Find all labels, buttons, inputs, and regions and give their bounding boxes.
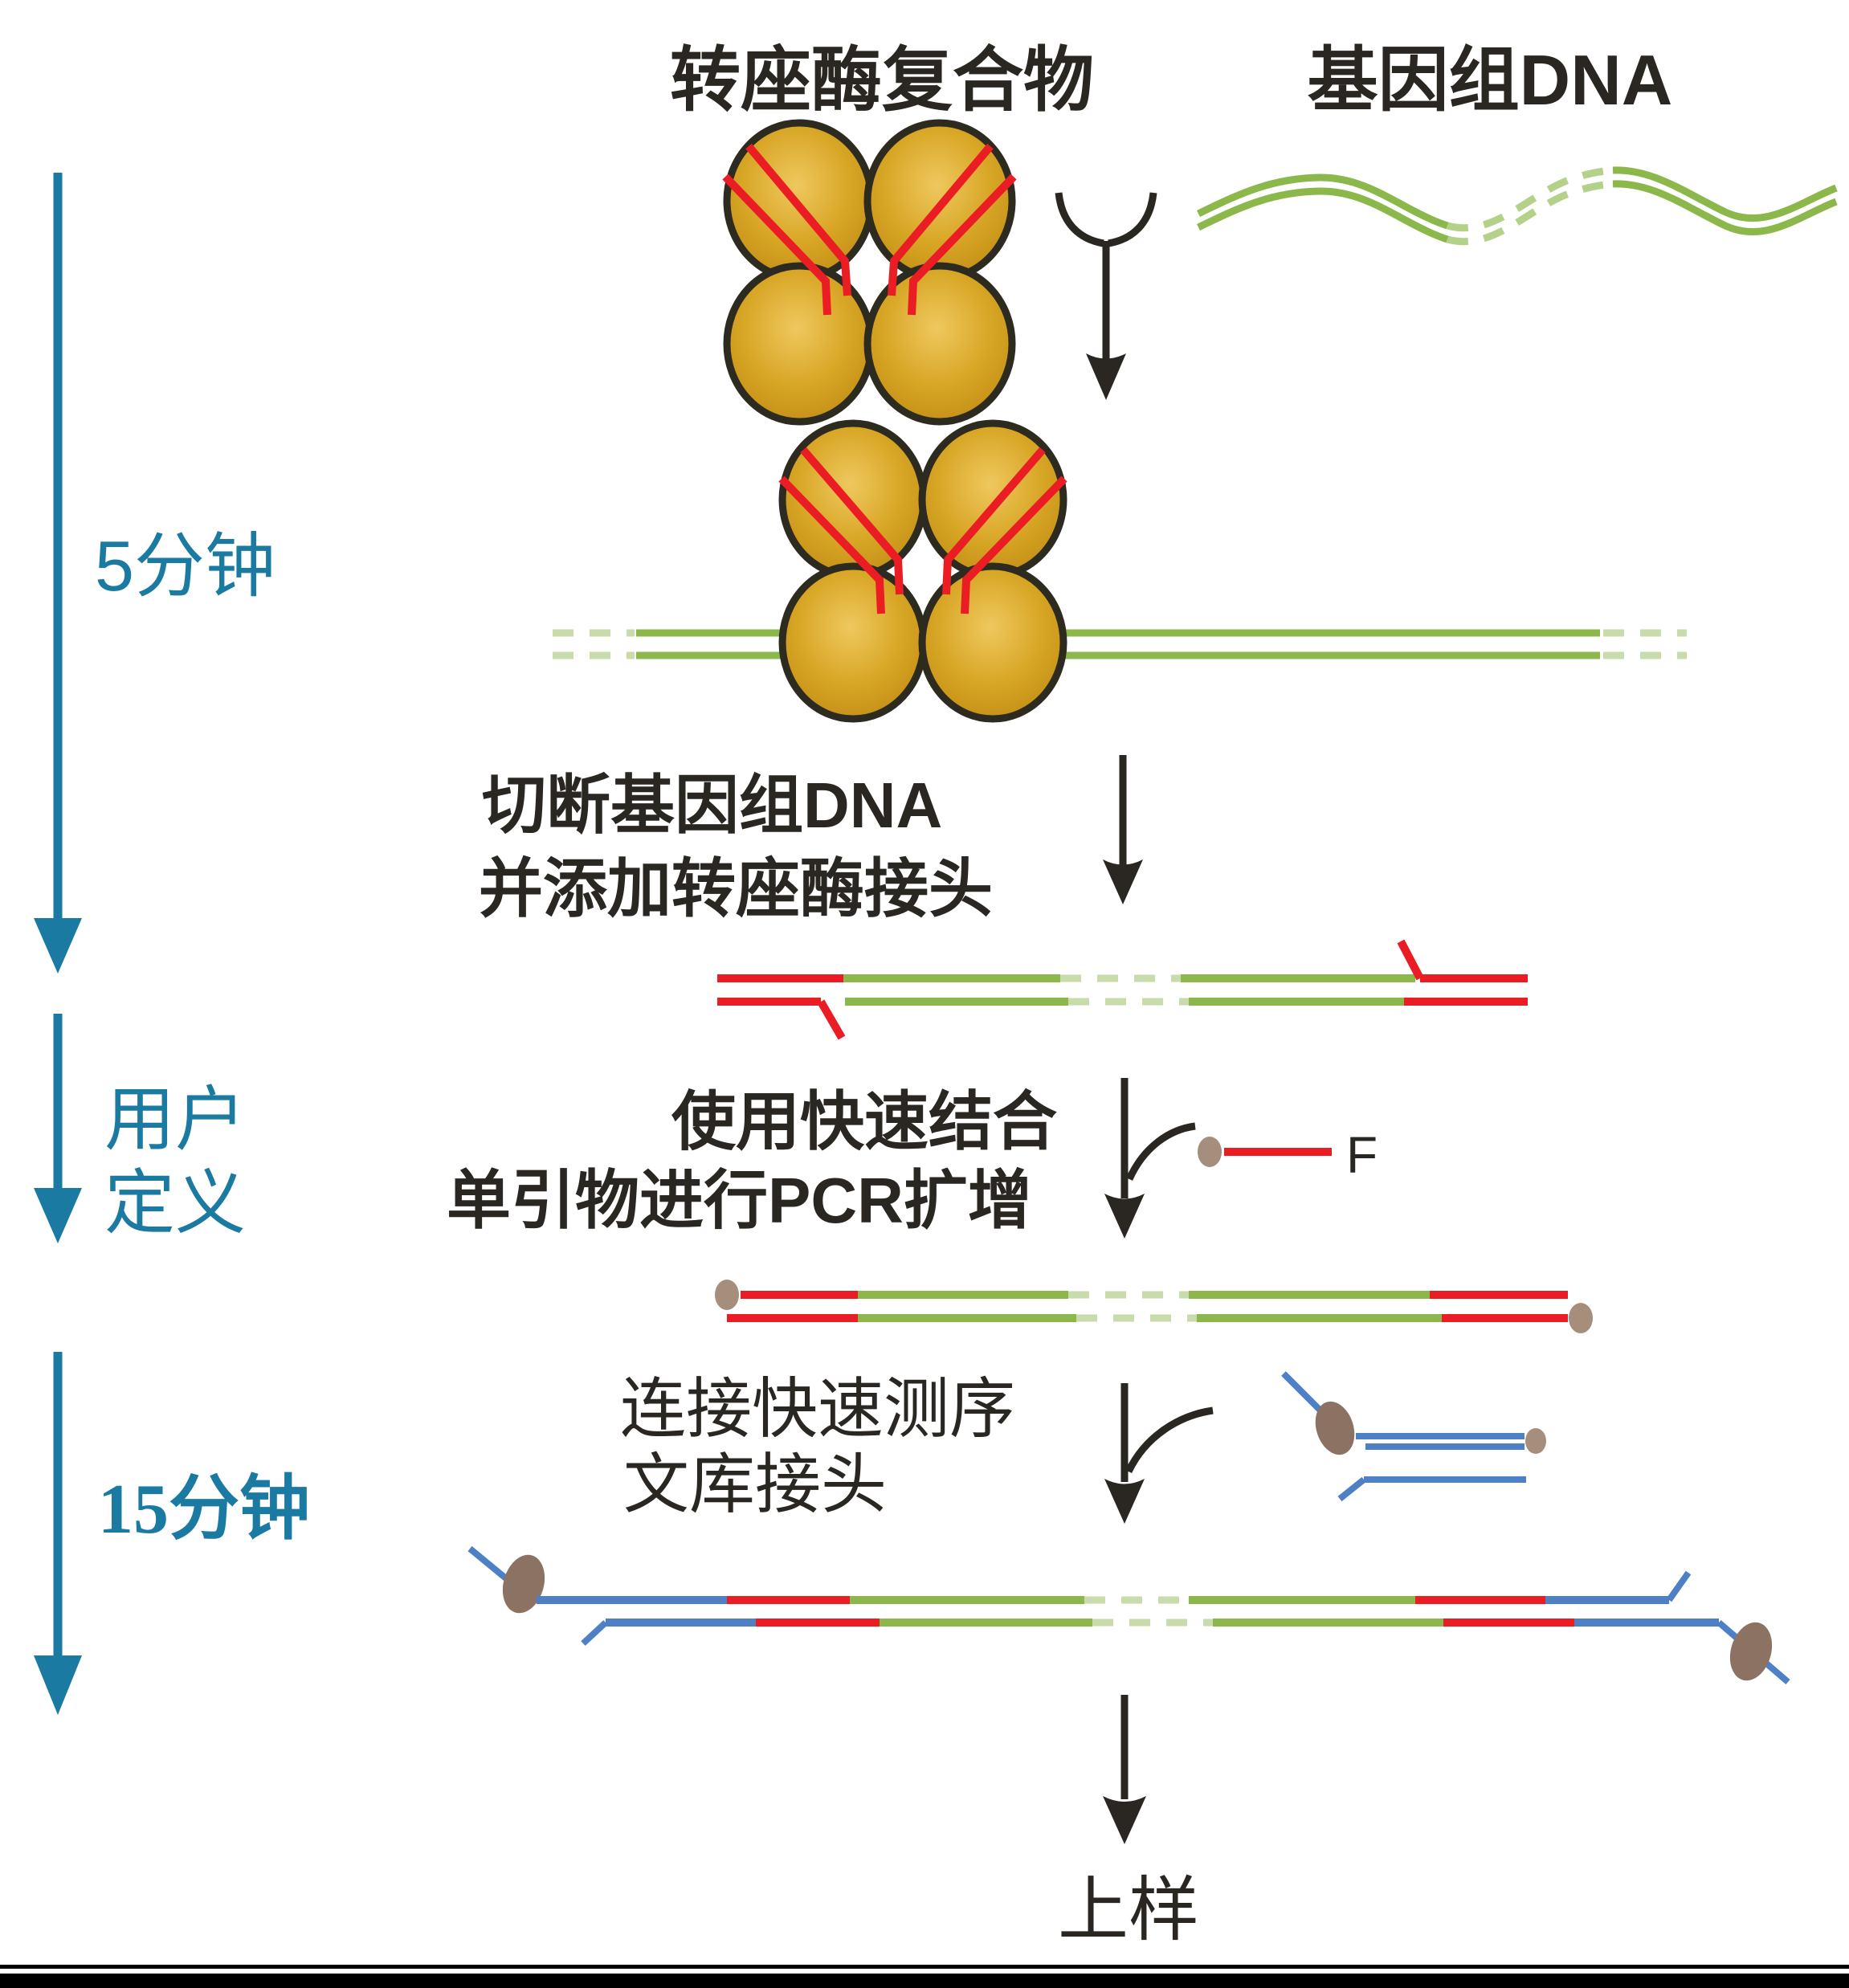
genomic-dna-icon	[1197, 166, 1838, 246]
adapter-dot	[1525, 1428, 1546, 1454]
timeline-label-user-defined-2: 定义	[104, 1163, 246, 1243]
complex-on-dna-icon	[553, 419, 1687, 723]
timeline-label-user-defined-1: 用户	[104, 1080, 246, 1159]
timeline-label-15min: 15分钟	[98, 1471, 310, 1549]
library-product-icon	[467, 1545, 1790, 1685]
step-ligation: 连接快速测序 文库接头	[620, 1371, 1546, 1524]
primer-dot	[715, 1280, 739, 1310]
step-loading: 上样	[1058, 1695, 1199, 1950]
ligation-text-line1: 连接快速测序	[620, 1373, 1015, 1446]
down-arrow-with-branch-icon	[1104, 1078, 1196, 1239]
sequencing-adapter-icon	[1281, 1371, 1546, 1502]
adapter-strand-icon	[908, 173, 1017, 316]
timeline-label-5min: 5分钟	[95, 526, 276, 606]
motor-protein-icon	[502, 1554, 545, 1614]
motor-protein-icon	[1315, 1401, 1355, 1455]
pcr-text-line2: 单引物进行PCR扩增	[447, 1165, 1032, 1236]
bound-dna-strands	[553, 629, 1687, 659]
title-genomic-dna: 基因组DNA	[1308, 40, 1673, 120]
timeline-arrow-step1	[34, 173, 82, 974]
adapter-strand-icon	[800, 447, 904, 595]
timeline: 5分钟 用户 定义 15分钟	[34, 173, 310, 1715]
step-tagmentation: 切断基因组DNA 并添加转座酶接头	[479, 755, 1528, 1040]
step-pcr: 使用快速结合 单引物进行PCR扩增 F	[447, 1078, 1593, 1333]
down-arrow-icon	[1103, 1695, 1146, 1844]
tagmentation-text-line2: 并添加转座酶接头	[479, 853, 993, 925]
primer-icon: F	[1198, 1126, 1378, 1184]
genomic-dna-strand	[1197, 166, 1838, 232]
timeline-arrow-user-defined	[34, 1014, 82, 1243]
primer-dot	[1569, 1303, 1593, 1333]
genomic-dna-strand	[1197, 180, 1838, 246]
primer-label: F	[1346, 1126, 1378, 1184]
adapter-strand-icon	[961, 476, 1067, 614]
adapter-strand-icon	[745, 143, 851, 296]
tagmented-dna-icon	[717, 939, 1528, 1040]
adapter-strand-icon	[888, 143, 994, 296]
tagmentation-text-line1: 切断基因组DNA	[482, 769, 942, 841]
adapter-strand-icon	[778, 476, 885, 614]
transposase-complex-icon	[722, 119, 1017, 426]
transposase-sphere	[863, 262, 1016, 426]
merge-arrow-icon	[1055, 192, 1157, 400]
adapter-strand-icon	[942, 447, 1046, 595]
timeline-arrow-step3	[34, 1352, 82, 1715]
down-arrow-icon	[1103, 755, 1143, 904]
down-arrow-with-branch-icon	[1104, 1383, 1214, 1524]
title-transposase-complex: 转座酶复合物	[670, 40, 1094, 120]
motor-protein-icon	[1729, 1622, 1773, 1681]
pcr-text-line1: 使用快速结合	[671, 1086, 1057, 1157]
footer-bar	[0, 1965, 1849, 1988]
pcr-product-icon	[715, 1280, 1593, 1333]
transposase-sphere	[918, 562, 1067, 723]
primer-dot	[1198, 1137, 1222, 1167]
ligation-text-line2: 文库接头	[623, 1448, 887, 1521]
loading-label: 上样	[1058, 1872, 1199, 1950]
adapter-strand-icon	[722, 173, 831, 316]
